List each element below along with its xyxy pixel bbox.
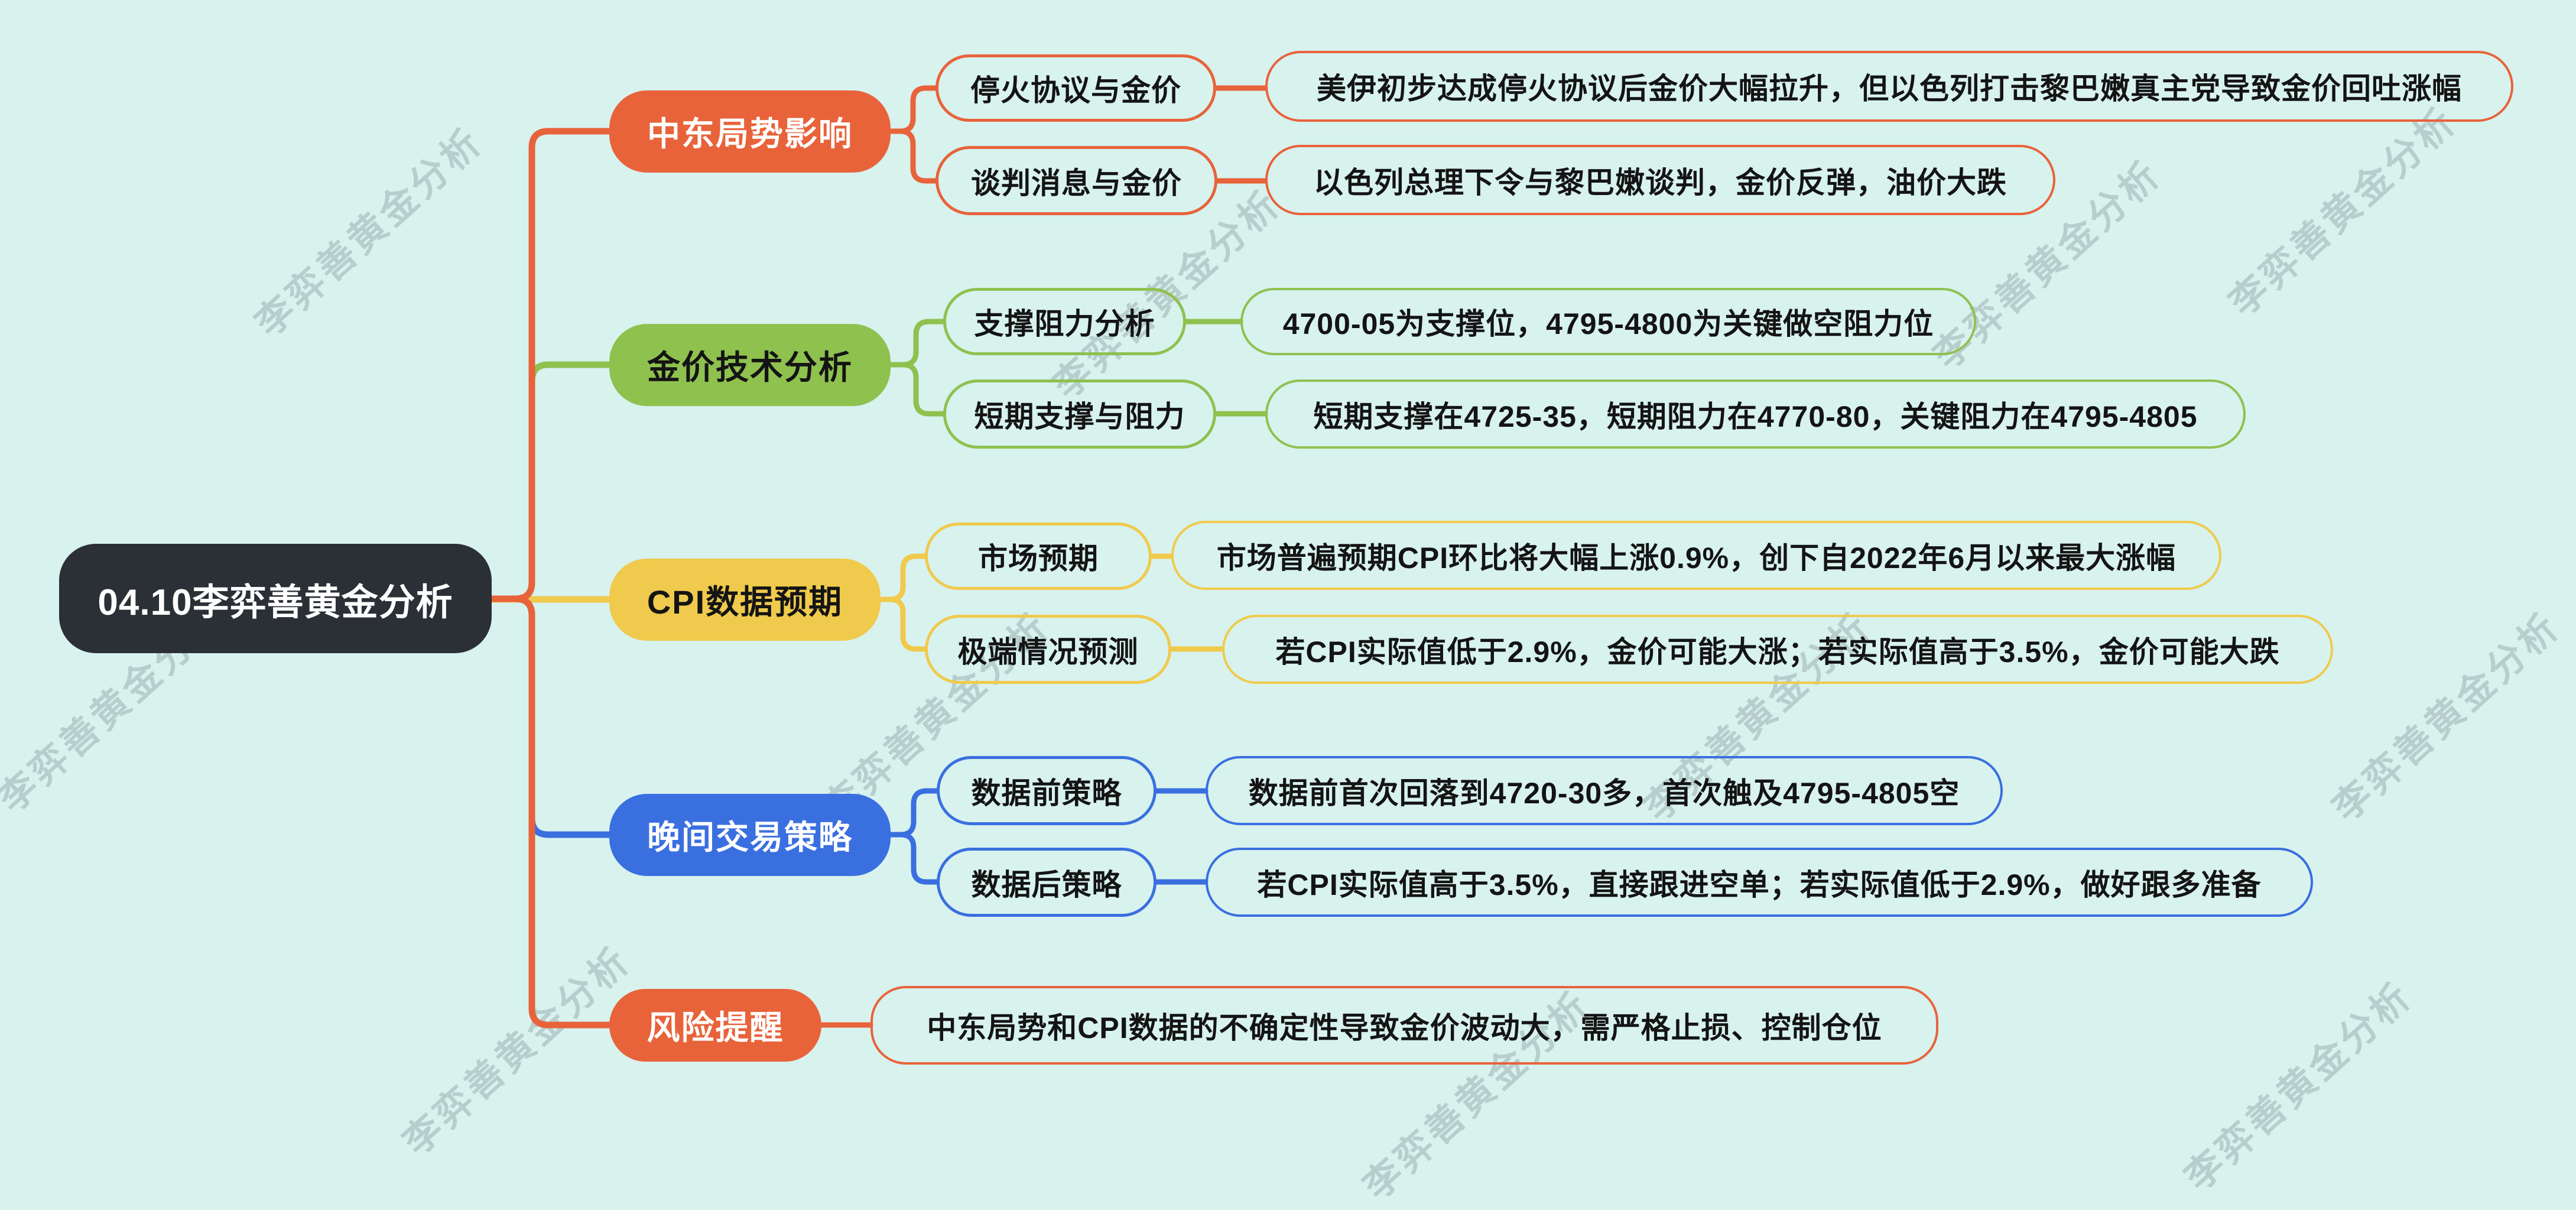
watermark-text: 李弈善黄金分析: [247, 119, 491, 345]
wire-strategy-child2: [888, 832, 940, 885]
child-post-data-strategy[interactable]: 数据后策略: [937, 848, 1157, 917]
watermark-text: 李弈善黄金分析: [2221, 99, 2465, 325]
wire-root-strategy: [488, 595, 613, 838]
wire-tech-child1: [888, 319, 946, 368]
branch-evening-strategy[interactable]: 晚间交易策略: [609, 794, 891, 876]
leaf-extreme-scenario-detail[interactable]: 若CPI实际值低于2.9%，金价可能大涨；若实际值高于3.5%，金价可能大跌: [1222, 615, 2333, 684]
child-pre-data-strategy[interactable]: 数据前策略: [937, 756, 1157, 825]
watermark-text: 李弈善黄金分析: [2324, 604, 2568, 830]
leaf-negotiation-gold-detail[interactable]: 以色列总理下令与黎巴嫩谈判，金价反弹，油价大跌: [1265, 145, 2055, 215]
leaf-pre-data-strategy-detail[interactable]: 数据前首次回落到4720-30多，首次触及4795-4805空: [1206, 756, 2003, 825]
child-market-expectation[interactable]: 市场预期: [925, 523, 1152, 590]
watermark-text: 李弈善黄金分析: [395, 938, 639, 1164]
leaf-market-expectation-detail[interactable]: 市场普遍预期CPI环比将大幅上涨0.9%，创下自2022年6月以来最大涨幅: [1171, 521, 2221, 590]
wire-root-mideast: [488, 128, 613, 602]
wire-cpi-child2: [878, 596, 928, 652]
watermark-text: 李弈善黄金分析: [2177, 974, 2421, 1199]
branch-middle-east[interactable]: 中东局势影响: [609, 90, 891, 173]
leaf-risk-reminder-detail[interactable]: 中东局势和CPI数据的不确定性导致金价波动大，需严格止损、控制仓位: [870, 986, 1938, 1065]
wire-tech-child2: [888, 362, 946, 417]
child-ceasefire-gold[interactable]: 停火协议与金价: [935, 54, 1216, 122]
leaf-post-data-strategy-detail[interactable]: 若CPI实际值高于3.5%，直接跟进空单；若实际值低于2.9%，做好跟多准备: [1206, 848, 2313, 917]
wire-mideast-child1: [888, 85, 938, 134]
mindmap-canvas: 李弈善黄金分析 李弈善黄金分析 李弈善黄金分析 李弈善黄金分析 李弈善黄金分析 …: [0, 51, 2568, 1208]
leaf-short-term-levels-detail[interactable]: 短期支撑在4725-35，短期阻力在4770-80，关键阻力在4795-4805: [1265, 379, 2246, 449]
wire-mideast-child2: [888, 128, 938, 184]
wire-strategy-child1: [888, 788, 940, 838]
child-support-resistance[interactable]: 支撑阻力分析: [943, 288, 1186, 355]
child-extreme-scenario[interactable]: 极端情况预测: [925, 615, 1171, 684]
child-negotiation-gold[interactable]: 谈判消息与金价: [935, 146, 1217, 215]
leaf-support-resistance-detail[interactable]: 4700-05为支撑位，4795-4800为关键做空阻力位: [1240, 288, 1976, 355]
branch-technical-analysis[interactable]: 金价技术分析: [609, 324, 891, 406]
wire-root-risk: [488, 595, 613, 1029]
child-short-term-levels[interactable]: 短期支撑与阻力: [943, 379, 1216, 449]
branch-risk-reminder[interactable]: 风险提醒: [609, 989, 821, 1062]
wire-root-tech: [488, 361, 613, 602]
branch-cpi-expectations[interactable]: CPI数据预期: [609, 559, 881, 641]
root-node[interactable]: 04.10李弈善黄金分析: [59, 544, 492, 653]
wire-cpi-child1: [878, 553, 928, 602]
leaf-ceasefire-gold-detail[interactable]: 美伊初步达成停火协议后金价大幅拉升，但以色列打击黎巴嫩真主党导致金价回吐涨幅: [1265, 51, 2513, 122]
